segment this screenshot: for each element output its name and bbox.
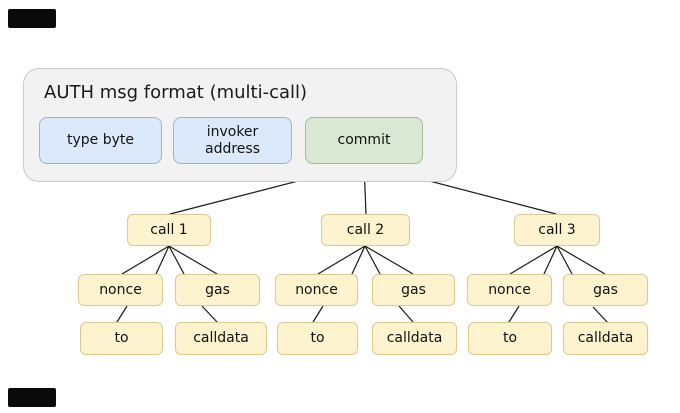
node-call-2: call 2 bbox=[321, 214, 410, 246]
node-nonce-call2-label: nonce bbox=[295, 281, 338, 298]
edge-nonce2-to2 bbox=[312, 305, 324, 323]
node-nonce-call1-label: nonce bbox=[99, 281, 142, 298]
node-nonce-call2: nonce bbox=[275, 274, 358, 306]
edge-call2-b bbox=[351, 245, 366, 275]
edge-call2-c bbox=[364, 245, 381, 275]
edge-call1-b bbox=[155, 245, 170, 275]
node-invoker-address: invoker address bbox=[173, 117, 292, 164]
node-invoker-address-label: invoker address bbox=[204, 124, 260, 157]
node-to-call1-label: to bbox=[114, 330, 129, 347]
node-call-1: call 1 bbox=[127, 214, 211, 246]
edge-call3-b bbox=[543, 245, 558, 275]
node-type-byte-label: type byte bbox=[67, 132, 134, 149]
node-to-call2-label: to bbox=[310, 330, 325, 347]
node-call-3: call 3 bbox=[514, 214, 600, 246]
edge-call3-c bbox=[556, 245, 573, 275]
edge-call2-d bbox=[364, 245, 414, 275]
node-commit: commit bbox=[305, 117, 423, 164]
group-title: AUTH msg format (multi-call) bbox=[44, 82, 308, 103]
node-to-call3: to bbox=[468, 322, 552, 355]
node-type-byte: type byte bbox=[39, 117, 162, 164]
edge-call3-d bbox=[556, 245, 606, 275]
node-nonce-call3-label: nonce bbox=[488, 281, 531, 298]
node-gas-call2-label: gas bbox=[401, 281, 426, 298]
redacted-watermark-bottom-left bbox=[8, 388, 56, 407]
node-gas-call1-label: gas bbox=[205, 281, 230, 298]
node-calldata-call1: calldata bbox=[175, 322, 267, 355]
node-calldata-call2-label: calldata bbox=[386, 330, 443, 347]
node-to-call3-label: to bbox=[502, 330, 518, 347]
edge-nonce1-to1 bbox=[116, 305, 128, 323]
node-calldata-call3-label: calldata bbox=[577, 330, 634, 347]
edge-call3-a bbox=[509, 245, 558, 275]
node-call-1-label: call 1 bbox=[150, 221, 188, 238]
node-gas-call1: gas bbox=[175, 274, 260, 306]
node-calldata-call2: calldata bbox=[372, 322, 457, 355]
node-calldata-call1-label: calldata bbox=[193, 330, 249, 347]
node-to-call2: to bbox=[277, 322, 358, 355]
edge-nonce3-to3 bbox=[508, 305, 520, 323]
edge-call2-a bbox=[317, 245, 366, 275]
edge-call1-d bbox=[168, 245, 218, 275]
edge-gas2-calldata2 bbox=[398, 305, 414, 323]
node-nonce-call3: nonce bbox=[467, 274, 552, 306]
node-call-2-label: call 2 bbox=[346, 221, 385, 238]
redacted-watermark-top-left bbox=[8, 9, 56, 28]
edge-gas3-calldata3 bbox=[592, 306, 609, 324]
node-gas-call3: gas bbox=[563, 274, 648, 306]
edge-call1-a bbox=[121, 245, 170, 275]
node-nonce-call1: nonce bbox=[78, 274, 163, 306]
node-gas-call3-label: gas bbox=[593, 281, 618, 298]
edge-gas1-calldata1 bbox=[201, 305, 218, 323]
node-calldata-call3: calldata bbox=[563, 322, 648, 355]
node-gas-call2: gas bbox=[372, 274, 455, 306]
node-call-3-label: call 3 bbox=[538, 221, 576, 238]
node-commit-label: commit bbox=[337, 132, 391, 149]
edge-call1-c bbox=[168, 245, 185, 275]
node-to-call1: to bbox=[80, 322, 163, 355]
